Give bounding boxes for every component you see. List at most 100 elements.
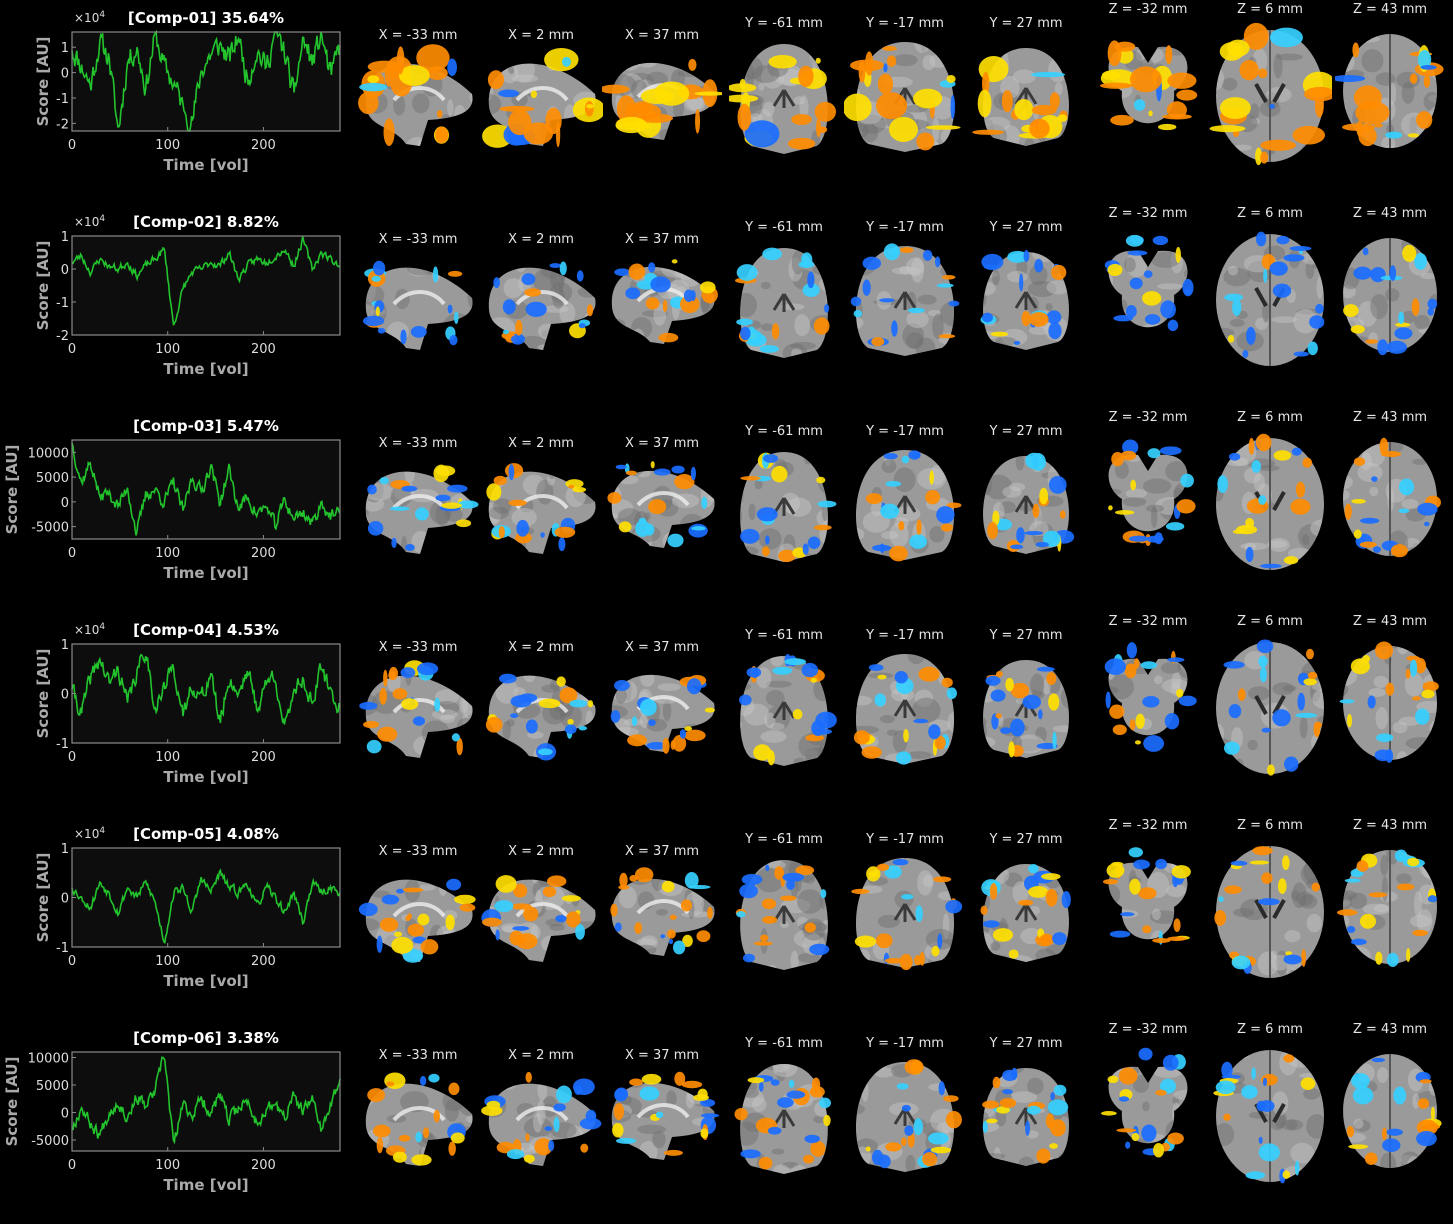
y-tick-label: 0: [61, 67, 69, 82]
slice-coordinate-label: Y = -61 mm: [745, 628, 823, 643]
plot-frame: [71, 31, 341, 132]
slice-coordinate-label: Z = 6 mm: [1237, 2, 1303, 17]
y-axis-label: Score [AU]: [3, 445, 21, 535]
brain-slice-image: [983, 452, 1075, 554]
y-exponent-label: ×104: [74, 826, 105, 841]
x-tick-label: 0: [68, 138, 76, 153]
x-tick-label: 100: [155, 1158, 180, 1173]
y-tick-label: -1: [56, 92, 69, 107]
brain-slice-image: [740, 452, 837, 563]
x-tick-label: 0: [68, 954, 76, 969]
brain-slice-image: [1209, 22, 1332, 166]
plot-frame: [71, 439, 341, 540]
y-tick-label: -1: [56, 941, 69, 956]
x-axis-label: Time [vol]: [163, 768, 248, 786]
brain-slice-image: [611, 259, 718, 344]
slice-coordinate-label: Y = -61 mm: [745, 16, 823, 31]
slice-coordinate-label: Y = -17 mm: [866, 1036, 944, 1051]
plot-frame: [71, 235, 341, 336]
brain-slice-image: [1336, 849, 1438, 967]
slice-coordinate-label: X = 37 mm: [624, 640, 700, 655]
slice-coordinate-label: X = 37 mm: [624, 28, 700, 43]
x-axis-label: Time [vol]: [163, 156, 248, 174]
slice-coordinate-label: X = 2 mm: [508, 844, 574, 859]
slice-coordinate-label: Z = 6 mm: [1237, 410, 1303, 425]
brain-slice-image: [1101, 1047, 1188, 1158]
x-tick-label: 200: [251, 342, 276, 357]
brain-slice-image: [482, 47, 603, 148]
y-axis-label: Score [AU]: [34, 241, 52, 331]
y-tick-label: 1: [61, 41, 69, 56]
slice-coordinate-label: Y = -17 mm: [866, 832, 944, 847]
x-axis-label: Time [vol]: [163, 1176, 248, 1194]
y-tick-label: 1: [61, 638, 69, 653]
brain-slice-image: [358, 44, 473, 147]
slice-coordinate-label: X = 37 mm: [624, 232, 700, 247]
brain-slice-image: [365, 464, 479, 554]
brain-slice-image: [611, 1071, 720, 1160]
brain-slice-image: [365, 1072, 473, 1166]
brain-slice-image: [1339, 641, 1439, 763]
series-line: [71, 442, 341, 536]
brain-slice-image: [486, 463, 596, 554]
y-tick-label: 1: [61, 842, 69, 857]
brain-slice-image: [735, 860, 830, 970]
slice-coordinate-label: Y = -61 mm: [745, 424, 823, 439]
x-tick-label: 100: [155, 954, 180, 969]
plot-title: [Comp-02] 8.82%: [133, 213, 279, 231]
slice-coordinate-label: Y = -17 mm: [866, 220, 944, 235]
x-tick-label: 200: [251, 546, 276, 561]
y-tick-label: -2: [56, 117, 69, 132]
brain-slice-image: [850, 243, 960, 356]
y-tick-label: 5000: [36, 1079, 69, 1094]
slice-coordinate-label: Y = 27 mm: [989, 424, 1063, 439]
plot-title: [Comp-05] 4.08%: [133, 825, 279, 843]
x-axis-label: Time [vol]: [163, 564, 248, 582]
slice-coordinate-label: Z = -32 mm: [1108, 206, 1188, 221]
brain-slice-image: [485, 673, 596, 761]
slice-coordinate-label: Z = 43 mm: [1352, 614, 1428, 629]
y-axis-label: Score [AU]: [34, 37, 52, 127]
series-line: [71, 29, 341, 132]
brain-slice-image: [1343, 437, 1441, 558]
x-axis-label: Time [vol]: [163, 360, 248, 378]
brain-slice-image: [1216, 231, 1325, 366]
slice-coordinate-label: Y = -61 mm: [745, 832, 823, 847]
x-tick-label: 100: [155, 546, 180, 561]
plot-title: [Comp-03] 5.47%: [133, 417, 279, 435]
brain-slice-image: [739, 653, 837, 766]
slice-coordinate-label: X = -33 mm: [378, 844, 458, 859]
slice-coordinate-label: X = 37 mm: [624, 436, 700, 451]
x-tick-label: 0: [68, 750, 76, 765]
brain-slice-image: [734, 1064, 832, 1174]
slice-coordinate-label: Z = -32 mm: [1108, 614, 1188, 629]
y-tick-label: 10000: [28, 1052, 69, 1067]
y-axis-label: Score [AU]: [3, 1057, 21, 1147]
brain-slice-image: [844, 42, 961, 152]
x-tick-label: 0: [68, 342, 76, 357]
slice-coordinate-label: X = -33 mm: [378, 28, 458, 43]
brain-slice-image: [855, 450, 962, 562]
brain-slice-image: [972, 48, 1069, 146]
slice-coordinate-label: Y = -61 mm: [745, 1036, 823, 1051]
series-line: [71, 653, 341, 725]
x-tick-label: 200: [251, 750, 276, 765]
plot-area: [72, 32, 340, 131]
slice-coordinate-label: Y = 27 mm: [989, 220, 1063, 235]
y-tick-label: -1: [56, 737, 69, 752]
brain-slice-image: [983, 660, 1069, 758]
y-tick-label: 0: [61, 1107, 69, 1122]
brain-slice-image: [1108, 439, 1196, 547]
brain-slice-image: [362, 260, 473, 350]
y-tick-label: 5000: [36, 471, 69, 486]
plot-frame: [71, 1051, 341, 1152]
plot-title: [Comp-04] 4.53%: [133, 621, 279, 639]
brain-slice-image: [1099, 40, 1198, 131]
slice-coordinate-label: X = -33 mm: [378, 640, 458, 655]
brain-slice-image: [607, 461, 715, 548]
brain-slice-image: [1343, 238, 1438, 356]
slice-coordinate-label: X = -33 mm: [378, 1048, 458, 1063]
